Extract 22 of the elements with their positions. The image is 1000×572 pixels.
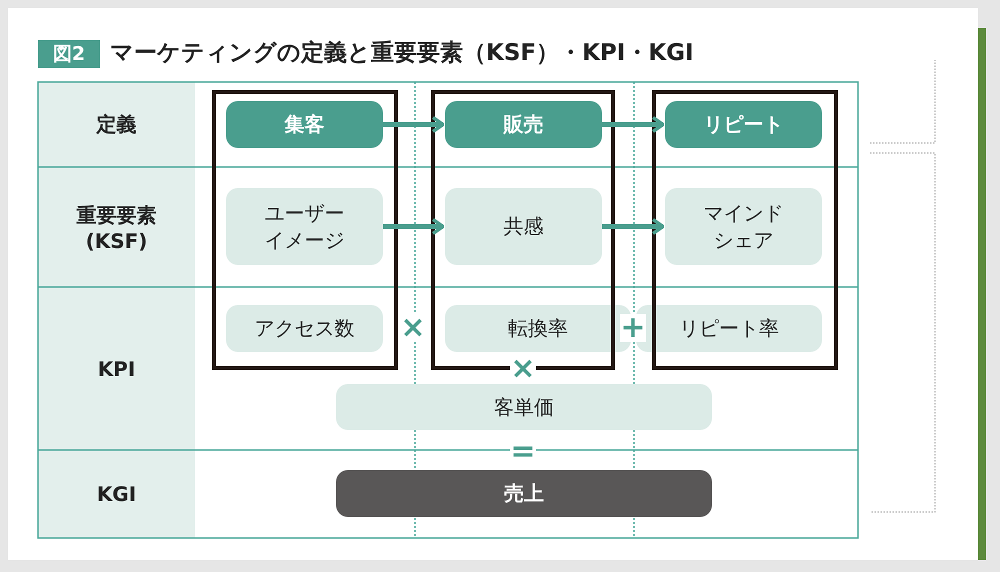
stage-box: 集客 (226, 101, 383, 148)
arrow (383, 218, 445, 236)
stage-box: リピート (665, 101, 822, 148)
row-header: 定義 (95, 111, 138, 138)
column-frame (212, 90, 398, 370)
factor-box: アクセス数 (226, 305, 383, 352)
factor-box: マインドシェア (665, 188, 822, 265)
arrow (602, 116, 665, 134)
factor-box: 共感 (445, 188, 602, 265)
column-frame (652, 90, 838, 370)
goal-box: 売上 (336, 470, 712, 517)
stage-box: 販売 (445, 101, 602, 148)
row-header: 重要要素(KSF) (76, 202, 158, 254)
row-header: KGI (96, 481, 138, 508)
operator-sign: + (620, 314, 646, 342)
arrow (602, 218, 665, 236)
title: マーケティングの定義と重要要素（KSF）・KPI・KGI (110, 39, 694, 68)
factor-box: ユーザーイメージ (226, 188, 383, 265)
factor-box: 客単価 (336, 384, 712, 430)
figure-badge: 図2 (38, 40, 100, 68)
arrow (383, 116, 445, 134)
row-header: KPI (96, 356, 136, 382)
